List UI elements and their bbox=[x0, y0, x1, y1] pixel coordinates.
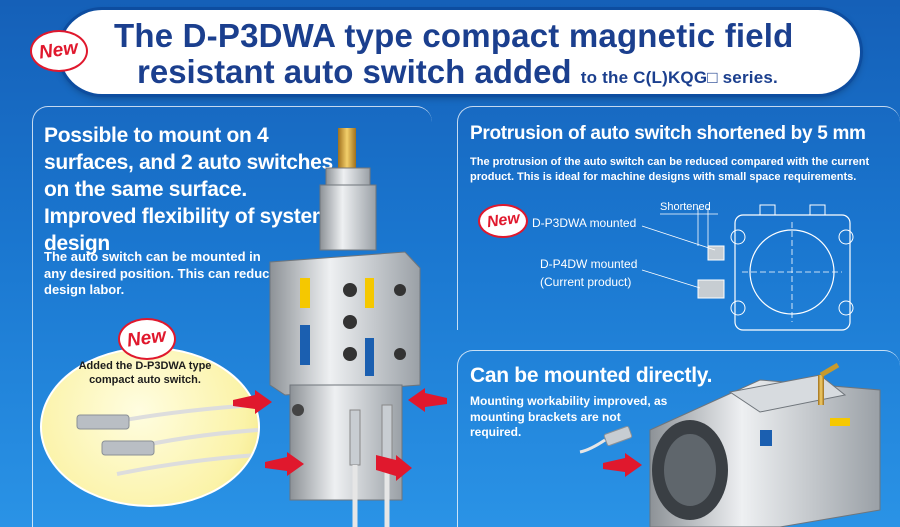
bottom-right-heading: Can be mounted directly. bbox=[470, 364, 713, 387]
left-body: The auto switch can be mounted in any de… bbox=[44, 249, 277, 297]
banner-title-line1: The D-P3DWA type compact magnetic field bbox=[114, 17, 794, 54]
new-badge-callout: New bbox=[118, 318, 176, 360]
banner-title-line2: resistant auto switch added to the C(L)K… bbox=[100, 54, 860, 96]
left-panel-frame bbox=[32, 106, 432, 527]
left-heading: Possible to mount on 4 surfaces, and 2 a… bbox=[44, 124, 333, 255]
label-d-p3dwa: D-P3DWA mounted bbox=[532, 216, 637, 230]
new-badge-diagram: New bbox=[478, 204, 528, 238]
new-badge-text: New bbox=[485, 209, 521, 232]
label-shortened: Shortened bbox=[660, 201, 711, 213]
label-current-product: (Current product) bbox=[540, 275, 632, 289]
header-banner: The D-P3DWA type compact magnetic field … bbox=[60, 10, 860, 94]
bottom-right-body: Mounting workability improved, as mounti… bbox=[470, 394, 668, 439]
new-badge-text: New bbox=[38, 37, 80, 64]
top-right-body: The protrusion of the auto switch can be… bbox=[470, 156, 870, 183]
banner-title-series: to the C(L)KQG□ series. bbox=[580, 68, 778, 87]
bottom-right-panel-frame bbox=[457, 350, 900, 527]
top-right-heading: Protrusion of auto switch shortened by 5… bbox=[470, 123, 866, 144]
switch-illustration bbox=[76, 402, 258, 476]
label-d-p4dw: D-P4DW mounted bbox=[540, 257, 638, 271]
new-badge-banner: New bbox=[30, 30, 88, 72]
top-right-panel-frame bbox=[457, 106, 900, 330]
banner-title-main: resistant auto switch added bbox=[137, 53, 572, 90]
new-badge-text: New bbox=[126, 325, 168, 352]
callout-text: Added the D-P3DWA type compact auto swit… bbox=[78, 360, 212, 386]
